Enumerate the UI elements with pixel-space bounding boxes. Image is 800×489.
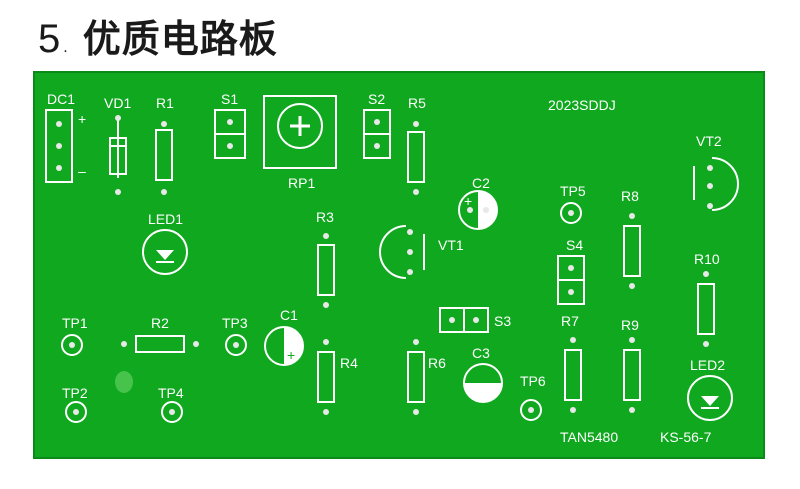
label-rp1: RP1 <box>288 175 315 191</box>
pcb-board <box>34 72 764 458</box>
label-c2: C2 <box>472 175 490 191</box>
label-r5: R5 <box>408 95 426 111</box>
label-tp1: TP1 <box>62 315 88 331</box>
label-c2-plus: + <box>464 193 472 209</box>
section-heading: 5 . 优质电路板 <box>38 8 278 63</box>
heading-text: 优质电路板 <box>82 17 278 61</box>
label-tp6: TP6 <box>520 373 546 389</box>
label-r7: R7 <box>561 313 579 329</box>
label-led1: LED1 <box>148 211 183 227</box>
label-tp2: TP2 <box>62 385 88 401</box>
label-r6: R6 <box>428 355 446 371</box>
dc1-outline <box>45 109 73 183</box>
label-s1: S1 <box>221 91 238 107</box>
label-dc-minus: – <box>78 163 86 179</box>
label-c1: C1 <box>280 307 298 323</box>
label-r2: R2 <box>151 315 169 331</box>
label-c3-plus: + <box>487 371 495 387</box>
label-c1-plus: + <box>287 347 295 363</box>
label-tp3: TP3 <box>222 315 248 331</box>
label-c3: C3 <box>472 345 490 361</box>
label-s3: S3 <box>494 313 511 329</box>
label-r4: R4 <box>340 355 358 371</box>
label-tp5: TP5 <box>560 183 586 199</box>
label-vt2: VT2 <box>696 133 722 149</box>
label-r10: R10 <box>694 251 720 267</box>
label-tan5480: TAN5480 <box>560 429 618 445</box>
heading-dot: . <box>63 40 69 56</box>
label-tp4: TP4 <box>158 385 184 401</box>
heading-number: 5 <box>38 17 62 61</box>
label-r9: R9 <box>621 317 639 333</box>
light-glare <box>115 371 133 393</box>
label-dc1: DC1 <box>47 91 75 107</box>
label-r1: R1 <box>156 95 174 111</box>
label-vd1: VD1 <box>104 95 131 111</box>
label-ks-56-7: KS-56-7 <box>660 429 712 445</box>
board-title: 2023SDDJ <box>548 97 616 113</box>
label-s4: S4 <box>566 237 583 253</box>
label-dc-plus: + <box>78 111 86 127</box>
label-vt1: VT1 <box>438 237 464 253</box>
label-s2: S2 <box>368 91 385 107</box>
label-led2: LED2 <box>690 357 725 373</box>
label-r3: R3 <box>316 209 334 225</box>
label-r8: R8 <box>621 188 639 204</box>
